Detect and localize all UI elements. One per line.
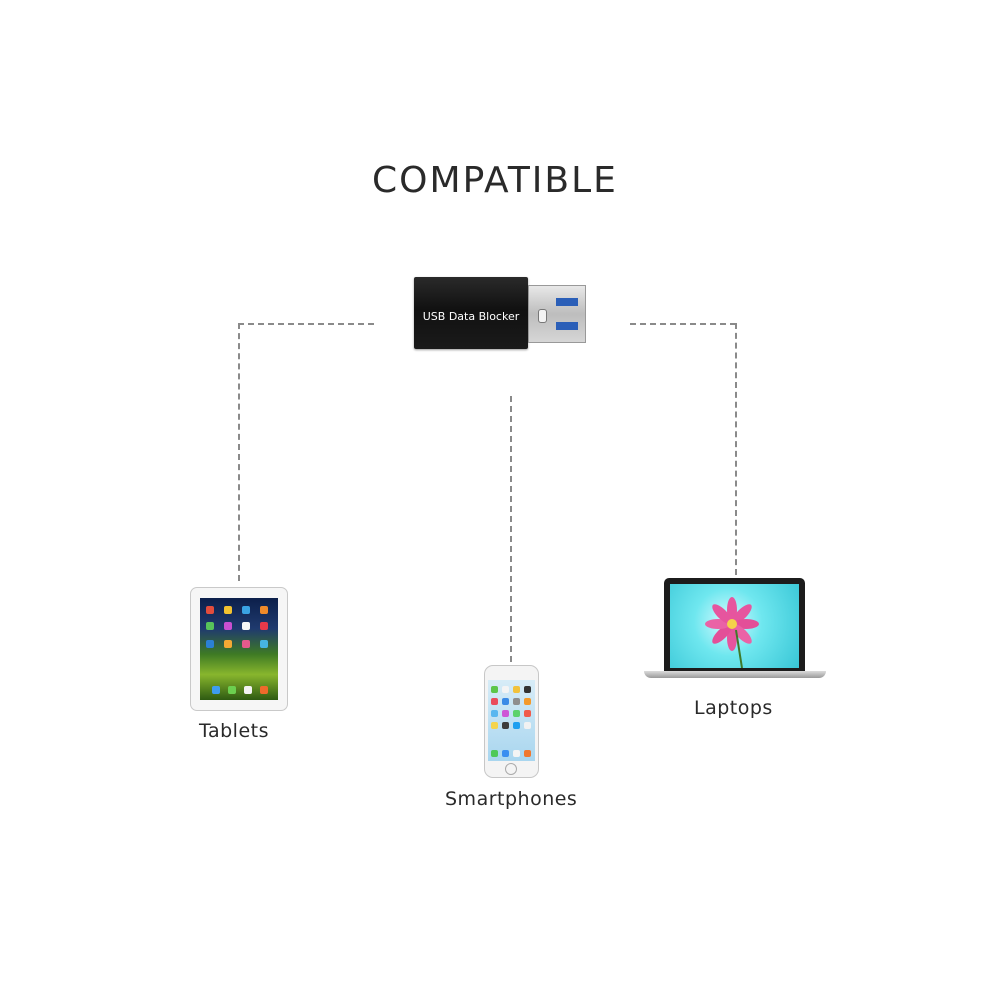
laptop-base <box>644 671 826 678</box>
app-icon <box>224 606 232 614</box>
app-icon <box>260 622 268 630</box>
app-icon <box>244 686 252 694</box>
app-icon <box>491 750 498 757</box>
home-button-icon <box>505 763 517 775</box>
tablet-screen <box>200 598 278 700</box>
app-icon <box>502 750 509 757</box>
app-icon <box>260 686 268 694</box>
connector-line-right-vertical <box>735 323 737 575</box>
app-icon <box>502 698 509 705</box>
app-icon <box>206 640 214 648</box>
app-icon <box>206 606 214 614</box>
app-icon <box>491 710 498 717</box>
app-icon <box>228 686 236 694</box>
app-icon <box>513 698 520 705</box>
app-icon <box>502 722 509 729</box>
app-icon <box>212 686 220 694</box>
connector-line-left-vertical <box>238 323 240 581</box>
app-icon <box>491 722 498 729</box>
app-icon <box>513 722 520 729</box>
connector-line-left-horizontal <box>238 323 374 325</box>
app-icon <box>502 710 509 717</box>
usb-adapter-body <box>414 277 528 349</box>
app-icon <box>260 606 268 614</box>
app-icon <box>242 622 250 630</box>
app-icon <box>513 750 520 757</box>
usb-lanyard-hole <box>538 309 547 323</box>
app-icon <box>524 722 531 729</box>
usb-adapter-label: USB Data Blocker <box>422 310 520 323</box>
app-icon <box>524 750 531 757</box>
device-label-smartphones: Smartphones <box>445 788 578 810</box>
app-icon <box>524 686 531 693</box>
app-icon <box>502 686 509 693</box>
app-icon <box>513 686 520 693</box>
smartphone-screen <box>488 680 535 761</box>
app-icon <box>260 640 268 648</box>
usb-pin-top <box>556 298 578 306</box>
connector-line-center-vertical <box>510 396 512 662</box>
app-icon <box>224 622 232 630</box>
app-icon <box>524 710 531 717</box>
app-icon <box>491 686 498 693</box>
app-icon <box>224 640 232 648</box>
app-icon <box>524 698 531 705</box>
device-label-tablets: Tablets <box>199 720 269 742</box>
app-icon <box>513 710 520 717</box>
laptop-screen <box>670 584 799 669</box>
app-icon <box>242 640 250 648</box>
app-icon <box>242 606 250 614</box>
flower-icon <box>705 597 759 669</box>
connector-line-right-horizontal <box>630 323 736 325</box>
page-title: COMPATIBLE <box>372 160 618 201</box>
usb-pin-bottom <box>556 322 578 330</box>
usb-plug-icon <box>528 285 586 343</box>
app-icon <box>491 698 498 705</box>
device-label-laptops: Laptops <box>694 697 773 719</box>
app-icon <box>206 622 214 630</box>
